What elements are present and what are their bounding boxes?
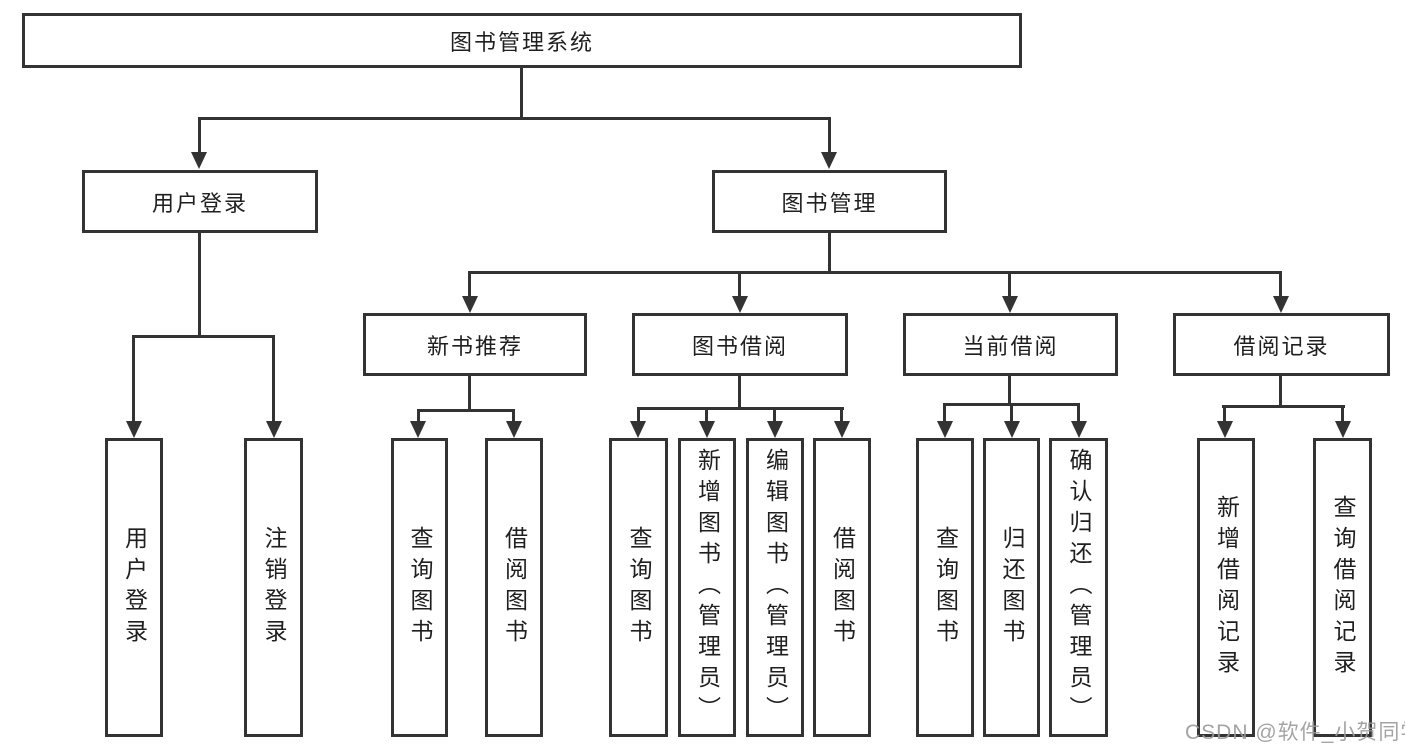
edge-line-v: [468, 271, 471, 296]
edge-line-v: [198, 117, 201, 153]
node-current-borrow: 当前借阅: [903, 313, 1118, 376]
leaf-query-books-recommend-label: 查询图书: [407, 525, 433, 650]
edge-line-v: [943, 403, 946, 421]
edge-arrowhead-icon: [937, 421, 953, 438]
edge-line-v: [1008, 376, 1011, 403]
node-root-label: 图书管理系统: [449, 29, 594, 55]
edge-arrowhead-icon: [506, 421, 522, 438]
edge-line-v: [1341, 405, 1344, 421]
leaf-borrow-books-recommend-label: 借阅图书: [501, 525, 528, 650]
edge-line-h: [199, 117, 831, 120]
edge-arrowhead-icon: [1002, 296, 1018, 313]
edge-arrowhead-icon: [699, 421, 715, 438]
node-current-borrow-label: 当前借阅: [962, 333, 1059, 359]
edge-arrowhead-icon: [410, 421, 426, 438]
edge-line-h: [1222, 405, 1345, 408]
leaf-add-book-admin-label: 新增图书（管理员）: [694, 448, 721, 727]
node-new-book-recommend-label: 新书推荐: [426, 333, 523, 359]
edge-line-v: [272, 335, 275, 421]
edge-arrowhead-icon: [126, 421, 142, 438]
leaf-logout-label: 注销登录: [261, 525, 287, 650]
edge-line-v: [512, 409, 515, 421]
edge-arrowhead-icon: [1071, 421, 1087, 438]
edge-arrowhead-icon: [630, 421, 646, 438]
edge-line-h: [132, 335, 274, 338]
edge-line-v: [1010, 403, 1013, 421]
leaf-borrow-books: 借阅图书: [813, 438, 871, 737]
node-user-login: 用户登录: [82, 170, 318, 233]
edge-line-v: [468, 376, 471, 409]
node-user-login-label: 用户登录: [151, 190, 248, 216]
leaf-query-books-current-label: 查询图书: [932, 525, 959, 650]
edge-line-v: [637, 407, 640, 421]
edge-line-v: [1077, 403, 1080, 421]
edge-line-v: [828, 233, 831, 271]
leaf-query-books-borrow-label: 查询图书: [626, 525, 652, 650]
node-book-borrow: 图书借阅: [632, 313, 848, 376]
edge-line-v: [132, 335, 135, 421]
node-borrow-records-label: 借阅记录: [1233, 333, 1330, 359]
leaf-return-books: 归还图书: [983, 438, 1040, 737]
edge-line-v: [1008, 271, 1011, 296]
leaf-query-books-borrow: 查询图书: [609, 438, 668, 737]
leaf-query-borrow-record: 查询借阅记录: [1313, 438, 1372, 737]
leaf-add-borrow-record-label: 新增借阅记录: [1213, 494, 1240, 681]
leaf-edit-book-admin-label: 编辑图书（管理员）: [762, 448, 789, 727]
leaf-confirm-return-admin: 确认归还（管理员）: [1049, 438, 1108, 737]
leaf-add-book-admin: 新增图书（管理员）: [678, 438, 736, 737]
leaf-query-books-recommend: 查询图书: [391, 438, 448, 737]
edge-line-v: [738, 271, 741, 296]
edge-line-v: [1279, 271, 1282, 296]
edge-arrowhead-icon: [191, 152, 207, 169]
edge-line-v: [705, 407, 708, 421]
edge-line-h: [469, 271, 1282, 274]
edge-line-v: [738, 376, 741, 407]
leaf-edit-book-admin: 编辑图书（管理员）: [746, 438, 804, 737]
node-book-borrow-label: 图书借阅: [691, 333, 788, 359]
edge-line-h: [417, 409, 515, 412]
leaf-query-books-current: 查询图书: [916, 438, 974, 737]
edge-line-h: [637, 407, 844, 410]
node-book-management-label: 图书管理: [781, 190, 878, 216]
edge-line-v: [1279, 376, 1282, 405]
leaf-confirm-return-admin-label: 确认归还（管理员）: [1066, 448, 1092, 727]
edge-line-v: [773, 407, 776, 421]
edge-line-v: [198, 233, 201, 335]
leaf-borrow-books-label: 借阅图书: [829, 525, 856, 650]
node-new-book-recommend: 新书推荐: [363, 313, 587, 376]
edge-arrowhead-icon: [266, 421, 282, 438]
edge-arrowhead-icon: [767, 421, 783, 438]
edge-arrowhead-icon: [821, 152, 837, 169]
node-root: 图书管理系统: [22, 13, 1022, 68]
edge-arrowhead-icon: [1335, 421, 1351, 438]
edge-line-v: [840, 407, 843, 421]
node-book-management: 图书管理: [712, 170, 947, 233]
edge-arrowhead-icon: [1273, 296, 1289, 313]
leaf-borrow-books-recommend: 借阅图书: [485, 438, 543, 737]
leaf-add-borrow-record: 新增借阅记录: [1197, 438, 1255, 737]
edge-line-v: [417, 409, 420, 421]
leaf-logout: 注销登录: [244, 438, 303, 737]
edge-line-v: [520, 68, 523, 117]
leaf-return-books-label: 归还图书: [999, 525, 1025, 650]
edge-arrowhead-icon: [732, 296, 748, 313]
edge-arrowhead-icon: [1004, 421, 1020, 438]
csdn-watermark: CSDN @软件_小贺同学: [1185, 721, 1405, 744]
leaf-user-login-label: 用户登录: [121, 525, 148, 650]
leaf-user-login: 用户登录: [105, 438, 163, 737]
edge-line-v: [828, 117, 831, 153]
leaf-query-borrow-record-label: 查询借阅记录: [1330, 494, 1356, 681]
edge-arrowhead-icon: [1217, 421, 1233, 438]
edge-line-v: [1223, 405, 1226, 421]
edge-arrowhead-icon: [834, 421, 850, 438]
edge-arrowhead-icon: [462, 296, 478, 313]
node-borrow-records: 借阅记录: [1173, 313, 1390, 376]
